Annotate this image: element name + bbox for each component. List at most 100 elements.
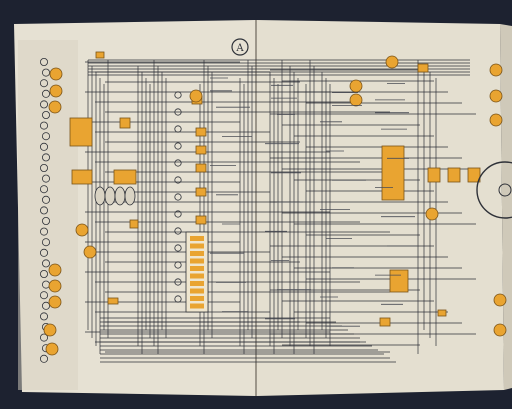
lamp-icon bbox=[45, 342, 59, 356]
callout-column bbox=[40, 58, 182, 363]
callout-circle bbox=[40, 185, 49, 194]
connector-icon bbox=[447, 167, 461, 183]
callout-circle bbox=[40, 248, 49, 257]
connector-icon bbox=[195, 145, 207, 155]
connector-icon bbox=[69, 117, 93, 147]
callout-circle bbox=[42, 238, 51, 247]
lamp-icon bbox=[75, 223, 89, 237]
callout-circle bbox=[174, 176, 182, 184]
callout-circle bbox=[174, 142, 182, 150]
callout-circle bbox=[40, 142, 49, 151]
connector-icon bbox=[379, 317, 391, 327]
callout-circle bbox=[40, 269, 49, 278]
lamp-icon bbox=[49, 84, 63, 98]
callout-circle bbox=[40, 312, 49, 321]
callout-circle bbox=[40, 227, 49, 236]
callout-circle bbox=[174, 210, 182, 218]
connector-icon bbox=[195, 215, 207, 225]
sheet-letter: A bbox=[235, 43, 244, 54]
lamp-icon bbox=[489, 63, 503, 77]
callout-circle bbox=[42, 301, 51, 310]
fuse bbox=[190, 281, 204, 286]
callout-circle bbox=[40, 354, 49, 363]
callout-circle bbox=[40, 291, 49, 300]
fuse bbox=[190, 236, 204, 241]
callout-circle bbox=[40, 206, 49, 215]
lamp-icon bbox=[425, 207, 439, 221]
paper-sheet bbox=[14, 20, 512, 396]
lamp-icon bbox=[489, 113, 503, 127]
callout-circle bbox=[42, 153, 51, 162]
switch-icon bbox=[114, 186, 126, 206]
callout-circle bbox=[174, 227, 182, 235]
wire-bundles bbox=[85, 59, 476, 363]
steering-wheel-icon bbox=[476, 161, 512, 219]
connector-icon bbox=[113, 169, 137, 185]
lamp-icon bbox=[189, 89, 203, 103]
lamp-icon bbox=[349, 93, 363, 107]
steering-hub bbox=[498, 183, 512, 197]
switch-icon bbox=[124, 186, 136, 206]
lamp-icon bbox=[385, 55, 399, 69]
connector-icon bbox=[467, 167, 481, 183]
callout-circle bbox=[174, 108, 182, 116]
callout-circle bbox=[174, 295, 182, 303]
connector-icon bbox=[195, 187, 207, 197]
callout-circle bbox=[174, 193, 182, 201]
sheet-letter-circle bbox=[231, 38, 249, 56]
sheet-letter-marker: A bbox=[231, 38, 249, 56]
wire-label-strokes bbox=[210, 77, 417, 327]
connector-icon bbox=[71, 169, 93, 185]
connector-icon bbox=[437, 309, 447, 317]
callout-circle bbox=[42, 259, 51, 268]
callout-circle bbox=[42, 174, 51, 183]
lamp-icon bbox=[43, 323, 57, 337]
connector-icon bbox=[119, 117, 131, 129]
fuse bbox=[190, 273, 204, 279]
fuse bbox=[190, 296, 204, 301]
fuse bbox=[190, 251, 204, 256]
connector-icon bbox=[381, 145, 405, 201]
fuse bbox=[190, 303, 204, 309]
callout-circle bbox=[40, 79, 49, 88]
lamp-icon bbox=[48, 279, 62, 293]
callout-circle bbox=[42, 195, 51, 204]
connector-icon bbox=[389, 269, 409, 293]
callout-circle bbox=[174, 278, 182, 286]
connector-icon bbox=[95, 51, 105, 59]
callout-circle bbox=[40, 100, 49, 109]
connector-icon bbox=[195, 127, 207, 137]
connector-icon bbox=[107, 297, 119, 305]
paper-stain bbox=[18, 40, 78, 390]
fuse bbox=[190, 266, 204, 271]
switch-icon bbox=[104, 186, 116, 206]
callout-circle bbox=[40, 333, 49, 342]
lamp-icon bbox=[83, 245, 97, 259]
callout-circle bbox=[174, 159, 182, 167]
lamp-icon bbox=[349, 79, 363, 93]
fuse bbox=[190, 243, 204, 249]
connector-icon bbox=[427, 167, 441, 183]
callout-circle bbox=[174, 125, 182, 133]
lamp-icon bbox=[489, 89, 503, 103]
callout-circle bbox=[40, 121, 49, 130]
lamp-icon bbox=[48, 295, 62, 309]
callout-circle bbox=[42, 89, 51, 98]
callout-circle bbox=[42, 111, 51, 120]
fuse bbox=[190, 258, 204, 264]
callout-circle bbox=[174, 91, 182, 99]
connector-icon bbox=[195, 163, 207, 173]
fuse bbox=[190, 288, 204, 294]
lamp-icon bbox=[49, 67, 63, 81]
callout-circle bbox=[40, 163, 49, 172]
callout-circle bbox=[42, 132, 51, 141]
connector-icon bbox=[129, 219, 139, 229]
callout-circle bbox=[174, 261, 182, 269]
callout-circle bbox=[42, 216, 51, 225]
lamp-icon bbox=[493, 323, 507, 337]
callout-circle bbox=[174, 244, 182, 252]
callout-circle bbox=[40, 58, 49, 67]
lamp-icon bbox=[48, 263, 62, 277]
lamp-icon bbox=[493, 293, 507, 307]
